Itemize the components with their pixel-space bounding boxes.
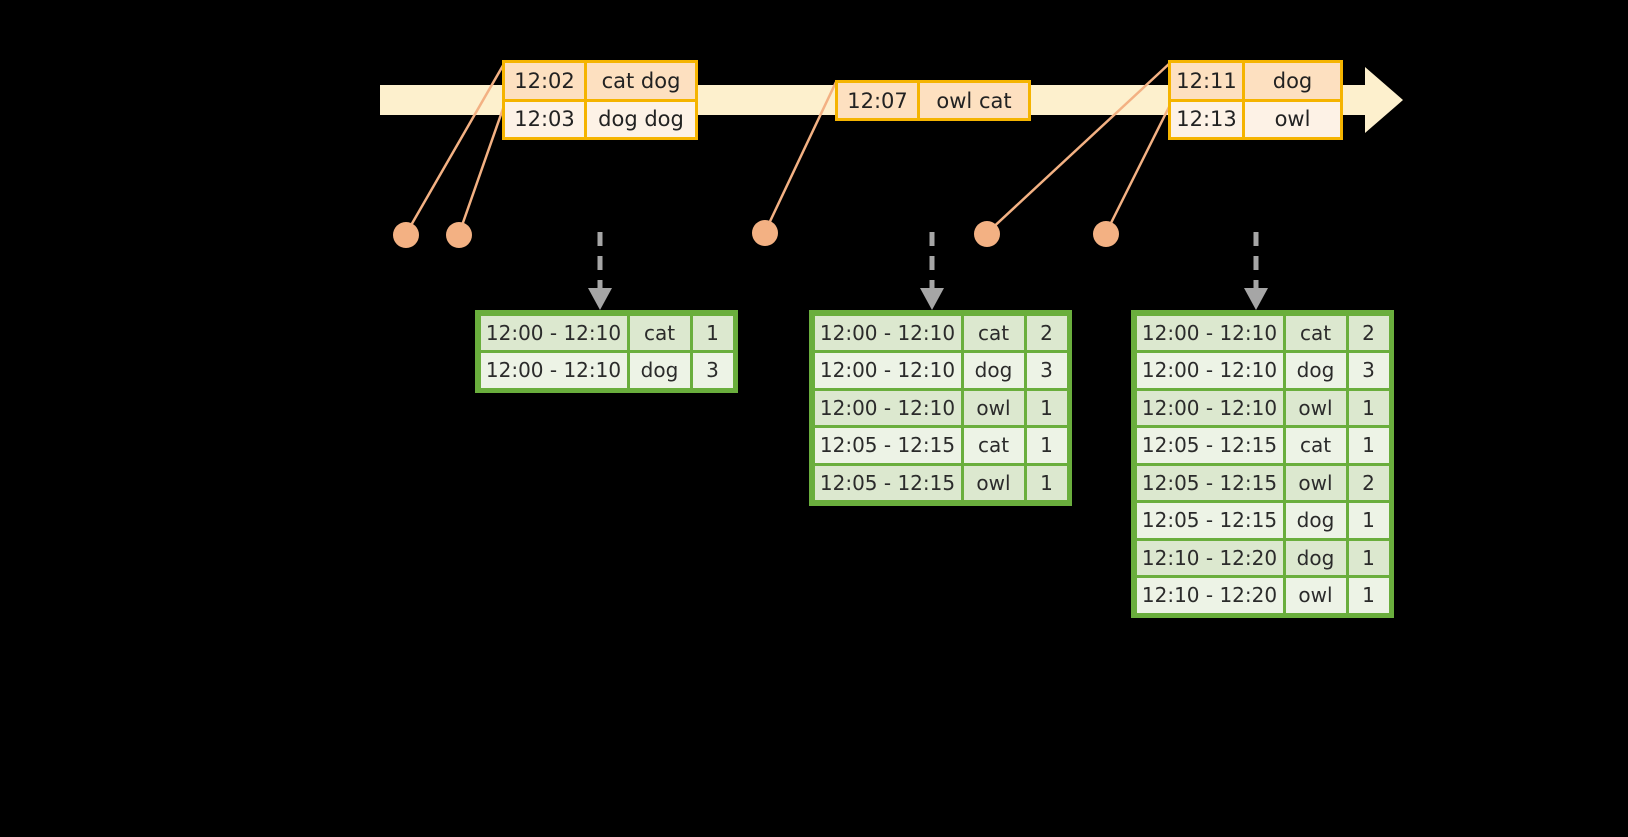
event-dot-2 [446,222,472,248]
cell-count: 1 [1026,428,1067,463]
cell-window: 12:05 - 12:15 [1136,465,1283,500]
cell-count: 2 [1348,465,1389,500]
cell-count: 2 [1348,315,1389,350]
cell-window: 12:00 - 12:10 [814,353,961,388]
cell-word: cat [1285,428,1346,463]
cell-window: 12:00 - 12:10 [814,390,961,425]
event-row: 12:11 dog [1171,63,1340,99]
cell-window: 12:05 - 12:15 [814,465,961,500]
cell-window: 12:05 - 12:15 [814,428,961,463]
cell-word: owl [963,465,1024,500]
cell-word: dog [1285,353,1346,388]
cell-window: 12:05 - 12:15 [1136,503,1283,538]
event-row: 12:03 dog dog [505,98,695,137]
cell-word: owl [1285,578,1346,613]
event-box-3[interactable]: 12:11 dog 12:13 owl [1168,60,1343,140]
connector-line-5 [1104,104,1172,234]
event-words: owl cat [920,83,1028,118]
cell-count: 1 [1026,465,1067,500]
event-row: 12:07 owl cat [838,83,1028,118]
cell-window: 12:00 - 12:10 [1136,353,1283,388]
cell-window: 12:00 - 12:10 [814,315,961,350]
cell-count: 1 [1026,390,1067,425]
cell-count: 1 [1348,503,1389,538]
event-time: 12:02 [505,63,587,99]
cell-word: cat [629,315,690,350]
cell-window: 12:00 - 12:10 [1136,315,1283,350]
cell-word: cat [963,428,1024,463]
dashed-arrow-head-1 [588,288,612,310]
dashed-arrow-lines [597,232,1259,290]
event-words: dog [1245,63,1340,99]
cell-count: 1 [1348,540,1389,575]
event-dots [393,220,1119,248]
event-dot-4 [974,221,1000,247]
event-dot-5 [1093,221,1119,247]
cell-word: cat [1285,315,1346,350]
event-time: 12:11 [1171,63,1245,99]
event-words: owl [1245,101,1340,137]
cell-window: 12:10 - 12:20 [1136,578,1283,613]
cell-count: 1 [1348,390,1389,425]
connector-line-2 [457,102,507,235]
dashed-arrow-head-2 [920,288,944,310]
cell-count: 3 [692,353,733,388]
dashed-arrow-heads [588,288,1268,310]
cell-count: 1 [1348,428,1389,463]
cell-word: cat [963,315,1024,350]
cell-window: 12:00 - 12:10 [480,315,627,350]
cell-window: 12:00 - 12:10 [1136,390,1283,425]
cell-count: 1 [692,315,733,350]
event-row: 12:02 cat dog [505,63,695,99]
event-time: 12:07 [838,83,920,118]
cell-count: 1 [1348,578,1389,613]
cell-word: dog [963,353,1024,388]
cell-count: 3 [1026,353,1067,388]
cell-word: dog [1285,503,1346,538]
event-words: cat dog [587,63,695,99]
cell-count: 2 [1026,315,1067,350]
cell-window: 12:00 - 12:10 [480,353,627,388]
dashed-arrow-head-3 [1244,288,1268,310]
event-time: 12:13 [1171,101,1245,137]
cell-word: owl [963,390,1024,425]
cell-window: 12:05 - 12:15 [1136,428,1283,463]
cell-window: 12:10 - 12:20 [1136,540,1283,575]
cell-count: 3 [1348,353,1389,388]
event-time: 12:03 [505,101,587,137]
event-dot-3 [752,220,778,246]
timeline-arrowhead [1365,67,1403,133]
event-box-1[interactable]: 12:02 cat dog 12:03 dog dog [502,60,698,140]
cell-word: dog [629,353,690,388]
event-box-2[interactable]: 12:07 owl cat [835,80,1031,121]
cell-word: owl [1285,390,1346,425]
event-words: dog dog [587,101,695,137]
event-row: 12:13 owl [1171,98,1340,137]
event-dot-1 [393,222,419,248]
cell-word: dog [1285,540,1346,575]
cell-word: owl [1285,465,1346,500]
